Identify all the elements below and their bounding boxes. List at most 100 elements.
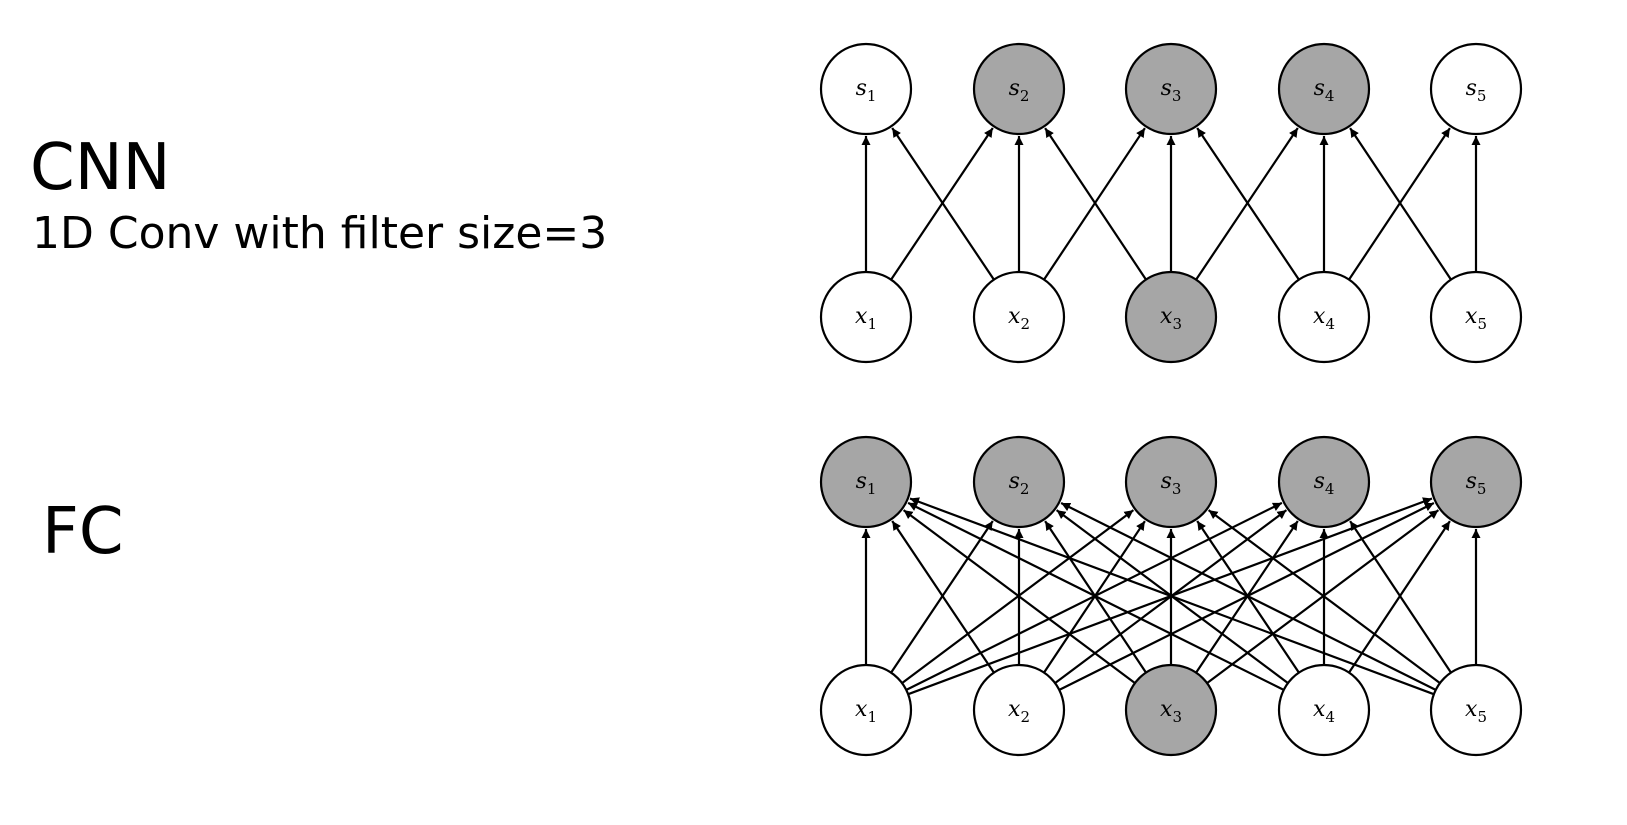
node-x5: x5: [1429, 270, 1523, 364]
node-s5: s5: [1429, 435, 1523, 529]
node-label-base: x: [1160, 697, 1173, 722]
node-label-base: s: [1009, 76, 1020, 101]
node-circle: [1429, 270, 1523, 364]
node-label: x2: [1008, 697, 1030, 726]
node-label-base: x: [855, 304, 868, 329]
node-x2: x2: [972, 663, 1066, 757]
node-circle: [972, 42, 1066, 136]
node-label: s5: [1466, 469, 1487, 498]
node-label: s2: [1009, 469, 1030, 498]
node-circle: [1124, 663, 1218, 757]
node-s2: s2: [972, 42, 1066, 136]
node-circle: [1277, 270, 1371, 364]
node-circle: [1429, 435, 1523, 529]
edge-x4-s1: [907, 501, 1285, 691]
node-label-subscript: 1: [867, 87, 877, 105]
node-label: x1: [855, 697, 877, 726]
cnn-subtitle: 1D Conv with filter size=3: [32, 208, 608, 259]
node-circle: [972, 435, 1066, 529]
node-s3: s3: [1124, 435, 1218, 529]
node-label-subscript: 2: [1020, 708, 1030, 726]
node-label-subscript: 4: [1325, 315, 1335, 333]
edge-x4-s3: [1196, 127, 1300, 281]
node-label-base: s: [1466, 76, 1477, 101]
node-label-base: s: [856, 469, 867, 494]
node-label-subscript: 3: [1172, 87, 1182, 105]
node-x4: x4: [1277, 270, 1371, 364]
node-x4: x4: [1277, 663, 1371, 757]
node-s5: s5: [1429, 42, 1523, 136]
node-label-base: x: [1008, 697, 1021, 722]
node-circle: [819, 42, 913, 136]
edge-x2-s1: [891, 127, 995, 281]
node-label-subscript: 5: [1477, 480, 1487, 498]
node-label: s4: [1314, 469, 1335, 498]
node-circle: [1124, 42, 1218, 136]
node-label-base: x: [1465, 304, 1478, 329]
node-label-subscript: 2: [1020, 87, 1030, 105]
node-circle: [972, 270, 1066, 364]
node-label: x1: [855, 304, 877, 333]
edge-x5-s3: [1207, 509, 1441, 684]
node-label-subscript: 3: [1172, 708, 1182, 726]
node-label: s3: [1161, 469, 1182, 498]
node-x1: x1: [819, 270, 913, 364]
node-label-base: x: [1313, 304, 1326, 329]
node-circle: [1429, 42, 1523, 136]
node-circle: [819, 663, 913, 757]
node-circle: [1124, 270, 1218, 364]
node-label: s1: [856, 469, 877, 498]
node-x3: x3: [1124, 663, 1218, 757]
node-label-base: s: [1314, 469, 1325, 494]
node-label-subscript: 2: [1020, 480, 1030, 498]
node-circle: [1429, 663, 1523, 757]
node-label-subscript: 3: [1172, 480, 1182, 498]
edge-x5-s1: [909, 497, 1435, 696]
node-label-base: x: [1160, 304, 1173, 329]
node-circle: [972, 663, 1066, 757]
node-label: x3: [1160, 697, 1182, 726]
fc-title: FC: [42, 495, 124, 569]
node-label-base: x: [1008, 304, 1021, 329]
cnn-title: CNN: [30, 131, 171, 205]
node-label-base: x: [1313, 697, 1326, 722]
node-s4: s4: [1277, 435, 1371, 529]
node-label-subscript: 1: [867, 480, 877, 498]
node-label-base: x: [1465, 697, 1478, 722]
node-x3: x3: [1124, 270, 1218, 364]
node-label: s4: [1314, 76, 1335, 105]
node-label: x5: [1465, 304, 1487, 333]
edge-x3-s2: [1044, 127, 1147, 281]
node-circle: [1277, 663, 1371, 757]
node-label: x3: [1160, 304, 1182, 333]
node-label-subscript: 4: [1325, 87, 1335, 105]
node-label-subscript: 4: [1325, 708, 1335, 726]
node-label-subscript: 5: [1477, 315, 1487, 333]
node-x5: x5: [1429, 663, 1523, 757]
node-circle: [1277, 42, 1371, 136]
node-label-subscript: 2: [1020, 315, 1030, 333]
node-x1: x1: [819, 663, 913, 757]
node-circle: [819, 435, 913, 529]
node-label-base: s: [1314, 76, 1325, 101]
node-label: s3: [1161, 76, 1182, 105]
node-s3: s3: [1124, 42, 1218, 136]
node-label: x5: [1465, 697, 1487, 726]
node-label-base: x: [855, 697, 868, 722]
node-label-subscript: 4: [1325, 480, 1335, 498]
edge-x5-s4: [1349, 127, 1452, 281]
node-s2: s2: [972, 435, 1066, 529]
node-label-subscript: 5: [1477, 87, 1487, 105]
node-label: s5: [1466, 76, 1487, 105]
edge-x5-s4: [1349, 520, 1452, 674]
edge-x5-s2: [1060, 502, 1437, 691]
edge-x2-s1: [891, 520, 995, 674]
node-label-base: s: [1466, 469, 1477, 494]
node-label: x2: [1008, 304, 1030, 333]
node-label-base: s: [1161, 469, 1172, 494]
node-label: x4: [1313, 697, 1335, 726]
node-label: x4: [1313, 304, 1335, 333]
